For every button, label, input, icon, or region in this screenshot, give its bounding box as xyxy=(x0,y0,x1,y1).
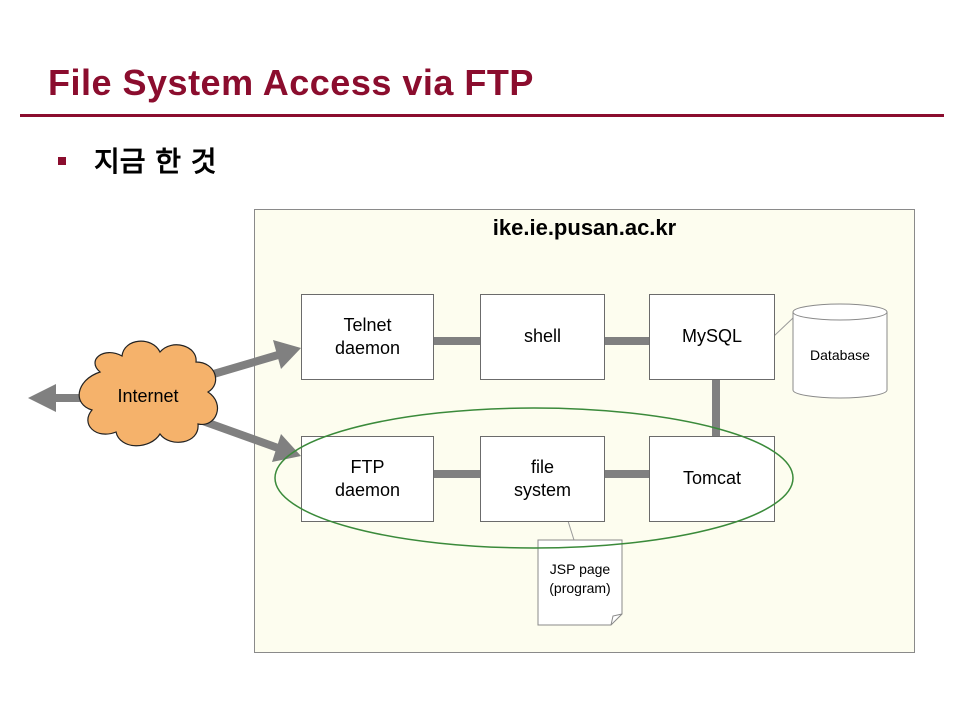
leader-filesystem-jsp xyxy=(567,520,575,541)
internet-cloud-icon xyxy=(78,340,219,447)
leader-mysql-database xyxy=(773,317,794,337)
file-system-box: file system xyxy=(480,436,605,522)
bullet-text: 지금 한 것 xyxy=(94,145,217,178)
telnet-daemon-label: Telnet daemon xyxy=(334,314,401,358)
database-cylinder-icon xyxy=(792,303,888,399)
title-divider xyxy=(20,114,944,117)
shell-label: shell xyxy=(523,326,562,347)
telnet-daemon-box: Telnet daemon xyxy=(301,294,434,380)
arrow-to-telnet xyxy=(198,340,301,382)
shell-box: shell xyxy=(480,294,605,380)
tomcat-label: Tomcat xyxy=(682,468,742,489)
ftp-daemon-label: FTP daemon xyxy=(334,456,401,500)
arrow-to-ftp xyxy=(198,416,301,462)
internet-label: Internet xyxy=(117,386,179,406)
slide-title: File System Access via FTP xyxy=(48,62,534,103)
database-label: Database xyxy=(810,347,870,363)
mysql-label: MySQL xyxy=(681,326,742,347)
bullet-square-icon xyxy=(58,157,66,165)
file-system-label: file system xyxy=(513,456,571,500)
mysql-box: MySQL xyxy=(649,294,775,380)
jsp-note-label: JSP page (program) xyxy=(549,561,611,596)
server-host-label: ike.ie.pusan.ac.kr xyxy=(492,215,677,240)
bullet-item: 지금 한 것 xyxy=(58,140,217,180)
tomcat-box: Tomcat xyxy=(649,436,775,522)
ftp-daemon-box: FTP daemon xyxy=(301,436,434,522)
